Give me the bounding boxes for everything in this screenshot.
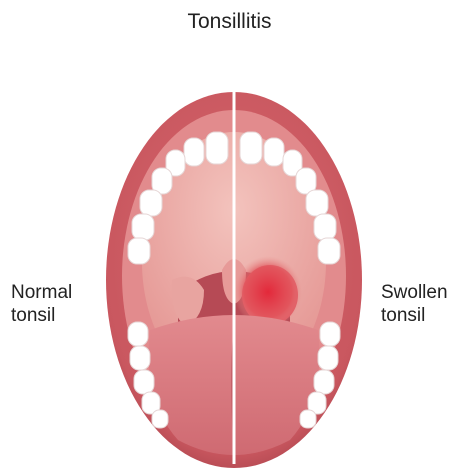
open-mouth-illustration bbox=[0, 0, 459, 475]
